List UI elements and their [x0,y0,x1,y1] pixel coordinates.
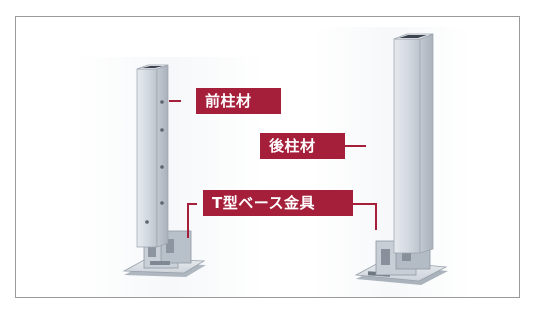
front-post-label: 前柱材 [196,88,281,114]
rear-post-assembly [354,33,448,285]
t-base-fitting-label: T型ベース金具 [203,190,353,216]
product-figure-frame: 前柱材 後柱材 T型ベース金具 [15,16,520,298]
base-left-bracket-line [187,203,197,238]
rear-post-label: 後柱材 [260,133,345,159]
front-post-assembly [122,64,206,277]
